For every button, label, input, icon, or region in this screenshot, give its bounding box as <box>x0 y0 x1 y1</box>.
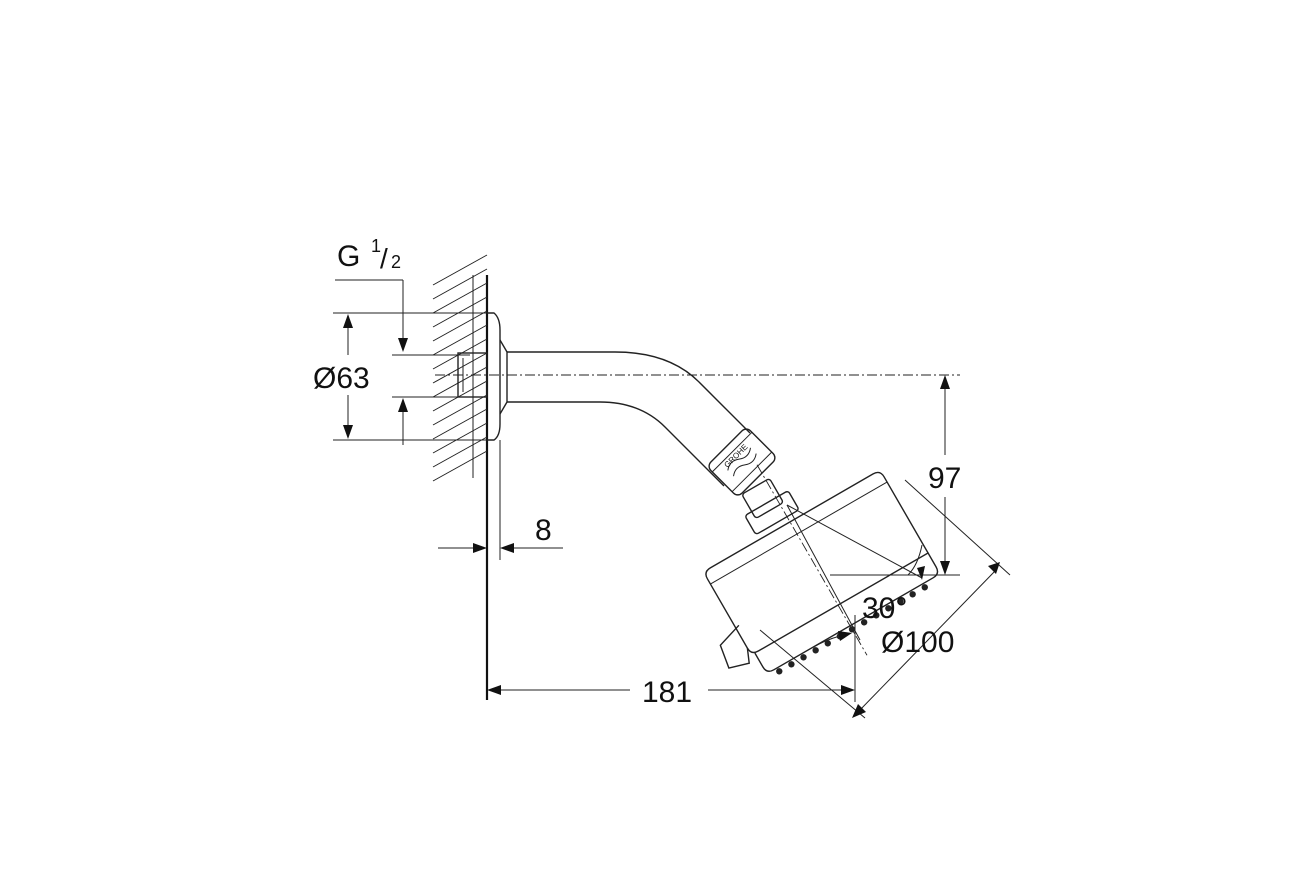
dim-angle: 30° <box>786 504 925 649</box>
spray-nozzle <box>788 661 795 668</box>
wall-section <box>432 254 489 700</box>
dim-thread: G 1 / 2 <box>335 236 470 445</box>
grohe-logo: GROHE <box>722 442 757 477</box>
shower-arm <box>507 351 751 487</box>
dim-flange-diameter: Ø63 <box>313 312 487 441</box>
spray-nozzle <box>921 584 928 591</box>
thread-label-numerator: 1 <box>371 236 381 256</box>
spray-nozzle <box>812 647 819 654</box>
thread-label-denominator: 2 <box>391 252 401 272</box>
spray-nozzle <box>860 619 868 626</box>
hatch-line <box>432 394 488 426</box>
hatch-line <box>432 310 488 342</box>
hatch-line <box>432 324 488 356</box>
spray-nozzle <box>897 598 904 605</box>
flange-depth-label: 8 <box>535 514 552 547</box>
hatch-line <box>432 268 488 300</box>
spray-nozzle <box>800 654 807 661</box>
hatch-line <box>432 422 488 454</box>
spray-nozzle <box>873 612 880 619</box>
dim-projection: 181 <box>487 615 856 709</box>
hatch-line <box>432 296 488 328</box>
dim-head-diameter: Ø100 <box>759 479 1011 719</box>
hatch-line <box>432 338 488 370</box>
hatch-line <box>432 408 488 440</box>
hatch-line <box>432 282 488 314</box>
ball-joint-nut: GROHE <box>708 428 776 496</box>
hatch-line <box>432 254 488 286</box>
angle-label: 30° <box>862 592 907 625</box>
head-diameter-label: Ø100 <box>881 626 954 659</box>
spray-nozzle <box>885 605 892 612</box>
spray-nozzle <box>824 640 831 647</box>
hatch-line <box>432 352 488 384</box>
hatch-line <box>432 436 488 468</box>
hatch-line <box>432 380 488 412</box>
hatch-line <box>432 366 488 398</box>
thread-label-slash: / <box>380 243 388 274</box>
spray-nozzle <box>909 591 916 598</box>
hatch-line <box>432 450 488 482</box>
projection-label: 181 <box>642 676 692 709</box>
dim-flange-depth: 8 <box>438 440 563 560</box>
flange-diameter-label: Ø63 <box>313 362 370 395</box>
height-label: 97 <box>928 462 961 495</box>
dim-height: 97 <box>830 375 961 576</box>
spray-nozzle <box>776 668 783 675</box>
thread-label-main: G <box>337 240 360 273</box>
shower-head <box>705 464 939 675</box>
